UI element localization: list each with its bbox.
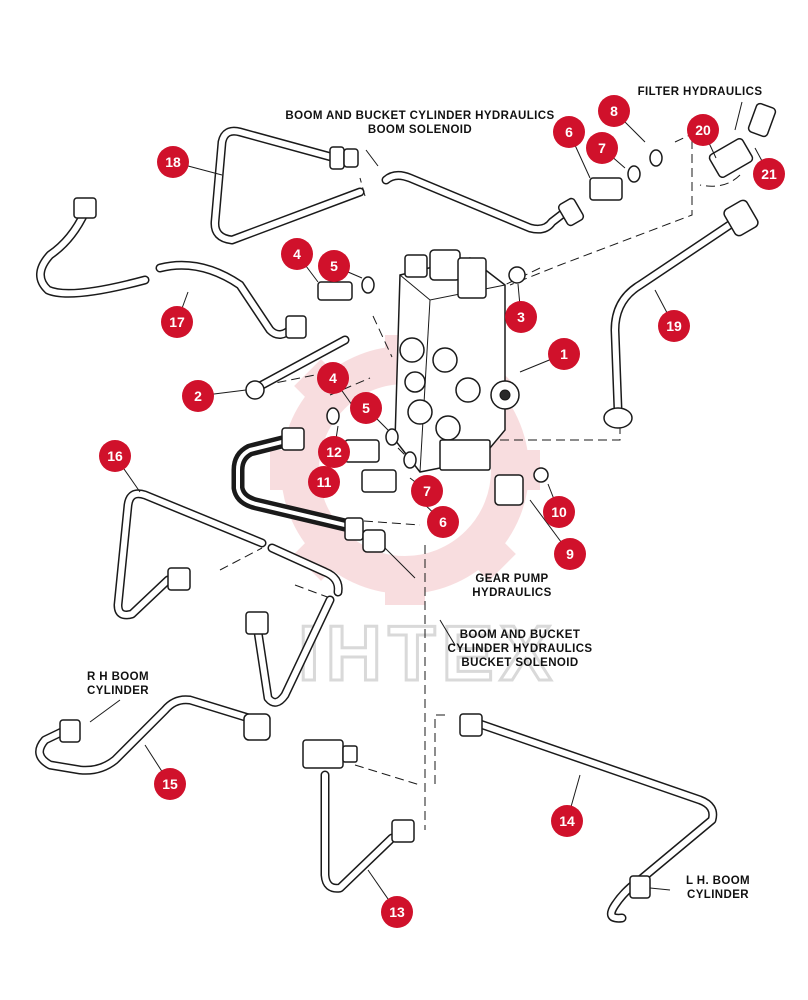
callout-7[interactable]: 7 xyxy=(411,475,443,507)
tube-16 xyxy=(113,489,267,620)
tube-15 xyxy=(35,695,271,775)
callout-18[interactable]: 18 xyxy=(157,146,189,178)
label-lh-boom-line2: CYLINDER xyxy=(687,889,749,901)
callout-19[interactable]: 19 xyxy=(658,310,690,342)
callout-10[interactable]: 10 xyxy=(543,496,575,528)
svg-text:9: 9 xyxy=(566,546,574,562)
svg-text:7: 7 xyxy=(423,483,431,499)
callout-16[interactable]: 16 xyxy=(99,440,131,472)
callout-5[interactable]: 5 xyxy=(318,250,350,282)
tube-17 xyxy=(36,197,307,339)
callout-6[interactable]: 6 xyxy=(427,506,459,538)
svg-text:15: 15 xyxy=(162,776,178,792)
svg-text:7: 7 xyxy=(598,140,606,156)
svg-text:20: 20 xyxy=(695,122,711,138)
callout-11[interactable]: 11 xyxy=(308,466,340,498)
control-valve xyxy=(394,249,520,473)
annotation-labels: BOOM AND BUCKET CYLINDER HYDRAULICS BOOM… xyxy=(87,86,762,901)
callout-3[interactable]: 3 xyxy=(505,301,537,333)
label-rh-boom-line1: R H BOOM xyxy=(87,671,149,683)
label-boom-bucket-bucket-line3: BUCKET SOLENOID xyxy=(461,657,578,669)
bolt-2 xyxy=(245,335,350,400)
svg-text:13: 13 xyxy=(389,904,405,920)
callouts: 1 2 3 4 5 4 5 6 6 7 7 8 9 10 11 12 13 14… xyxy=(99,95,785,928)
routing-lines xyxy=(219,134,741,830)
callout-14[interactable]: 14 xyxy=(551,805,583,837)
callout-2[interactable]: 2 xyxy=(182,380,214,412)
callout-20[interactable]: 20 xyxy=(687,114,719,146)
tube-19 xyxy=(603,199,759,429)
svg-text:5: 5 xyxy=(330,258,338,274)
tube-14 xyxy=(459,713,718,923)
svg-text:2: 2 xyxy=(194,388,202,404)
label-lh-boom-line1: L H. BOOM xyxy=(686,875,750,887)
label-boom-bucket-boom-line1: BOOM AND BUCKET CYLINDER HYDRAULICS xyxy=(285,110,554,122)
svg-text:10: 10 xyxy=(551,504,567,520)
label-gear-pump-line1: GEAR PUMP xyxy=(475,573,548,585)
label-boom-bucket-boom-line2: BOOM SOLENOID xyxy=(368,124,472,136)
fittings xyxy=(317,102,777,506)
svg-text:8: 8 xyxy=(610,103,618,119)
callout-1[interactable]: 1 xyxy=(548,338,580,370)
svg-text:19: 19 xyxy=(666,318,682,334)
callout-21[interactable]: 21 xyxy=(753,158,785,190)
svg-text:6: 6 xyxy=(439,514,447,530)
label-filter-hydraulics: FILTER HYDRAULICS xyxy=(638,86,763,98)
callout-9[interactable]: 9 xyxy=(554,538,586,570)
svg-text:6: 6 xyxy=(565,124,573,140)
label-rh-boom-line2: CYLINDER xyxy=(87,685,149,697)
callout-17[interactable]: 17 xyxy=(161,306,193,338)
label-gear-pump-line2: HYDRAULICS xyxy=(472,587,551,599)
tube-13 xyxy=(302,739,415,893)
svg-text:21: 21 xyxy=(761,166,777,182)
svg-text:5: 5 xyxy=(362,400,370,416)
callout-5[interactable]: 5 xyxy=(350,392,382,424)
svg-text:16: 16 xyxy=(107,448,123,464)
hose-11 xyxy=(231,427,386,553)
label-boom-bucket-bucket-line1: BOOM AND BUCKET xyxy=(460,629,581,641)
callout-6[interactable]: 6 xyxy=(553,116,585,148)
svg-text:11: 11 xyxy=(317,474,332,490)
callout-8[interactable]: 8 xyxy=(598,95,630,127)
callout-13[interactable]: 13 xyxy=(381,896,413,928)
callout-4[interactable]: 4 xyxy=(281,238,313,270)
svg-text:4: 4 xyxy=(293,246,301,262)
tube-18 xyxy=(210,126,365,245)
callout-7[interactable]: 7 xyxy=(586,132,618,164)
svg-text:4: 4 xyxy=(329,370,337,386)
label-boom-bucket-bucket-line2: CYLINDER HYDRAULICS xyxy=(448,643,593,655)
tube-bucket-solenoid xyxy=(245,543,343,707)
svg-text:18: 18 xyxy=(165,154,181,170)
svg-text:3: 3 xyxy=(517,309,525,325)
svg-text:17: 17 xyxy=(169,314,185,330)
callout-15[interactable]: 15 xyxy=(154,768,186,800)
tube-upper-right xyxy=(381,170,585,234)
callout-12[interactable]: 12 xyxy=(318,436,350,468)
svg-text:1: 1 xyxy=(560,346,568,362)
svg-text:12: 12 xyxy=(326,444,342,460)
callout-4[interactable]: 4 xyxy=(317,362,349,394)
svg-text:14: 14 xyxy=(559,813,575,829)
